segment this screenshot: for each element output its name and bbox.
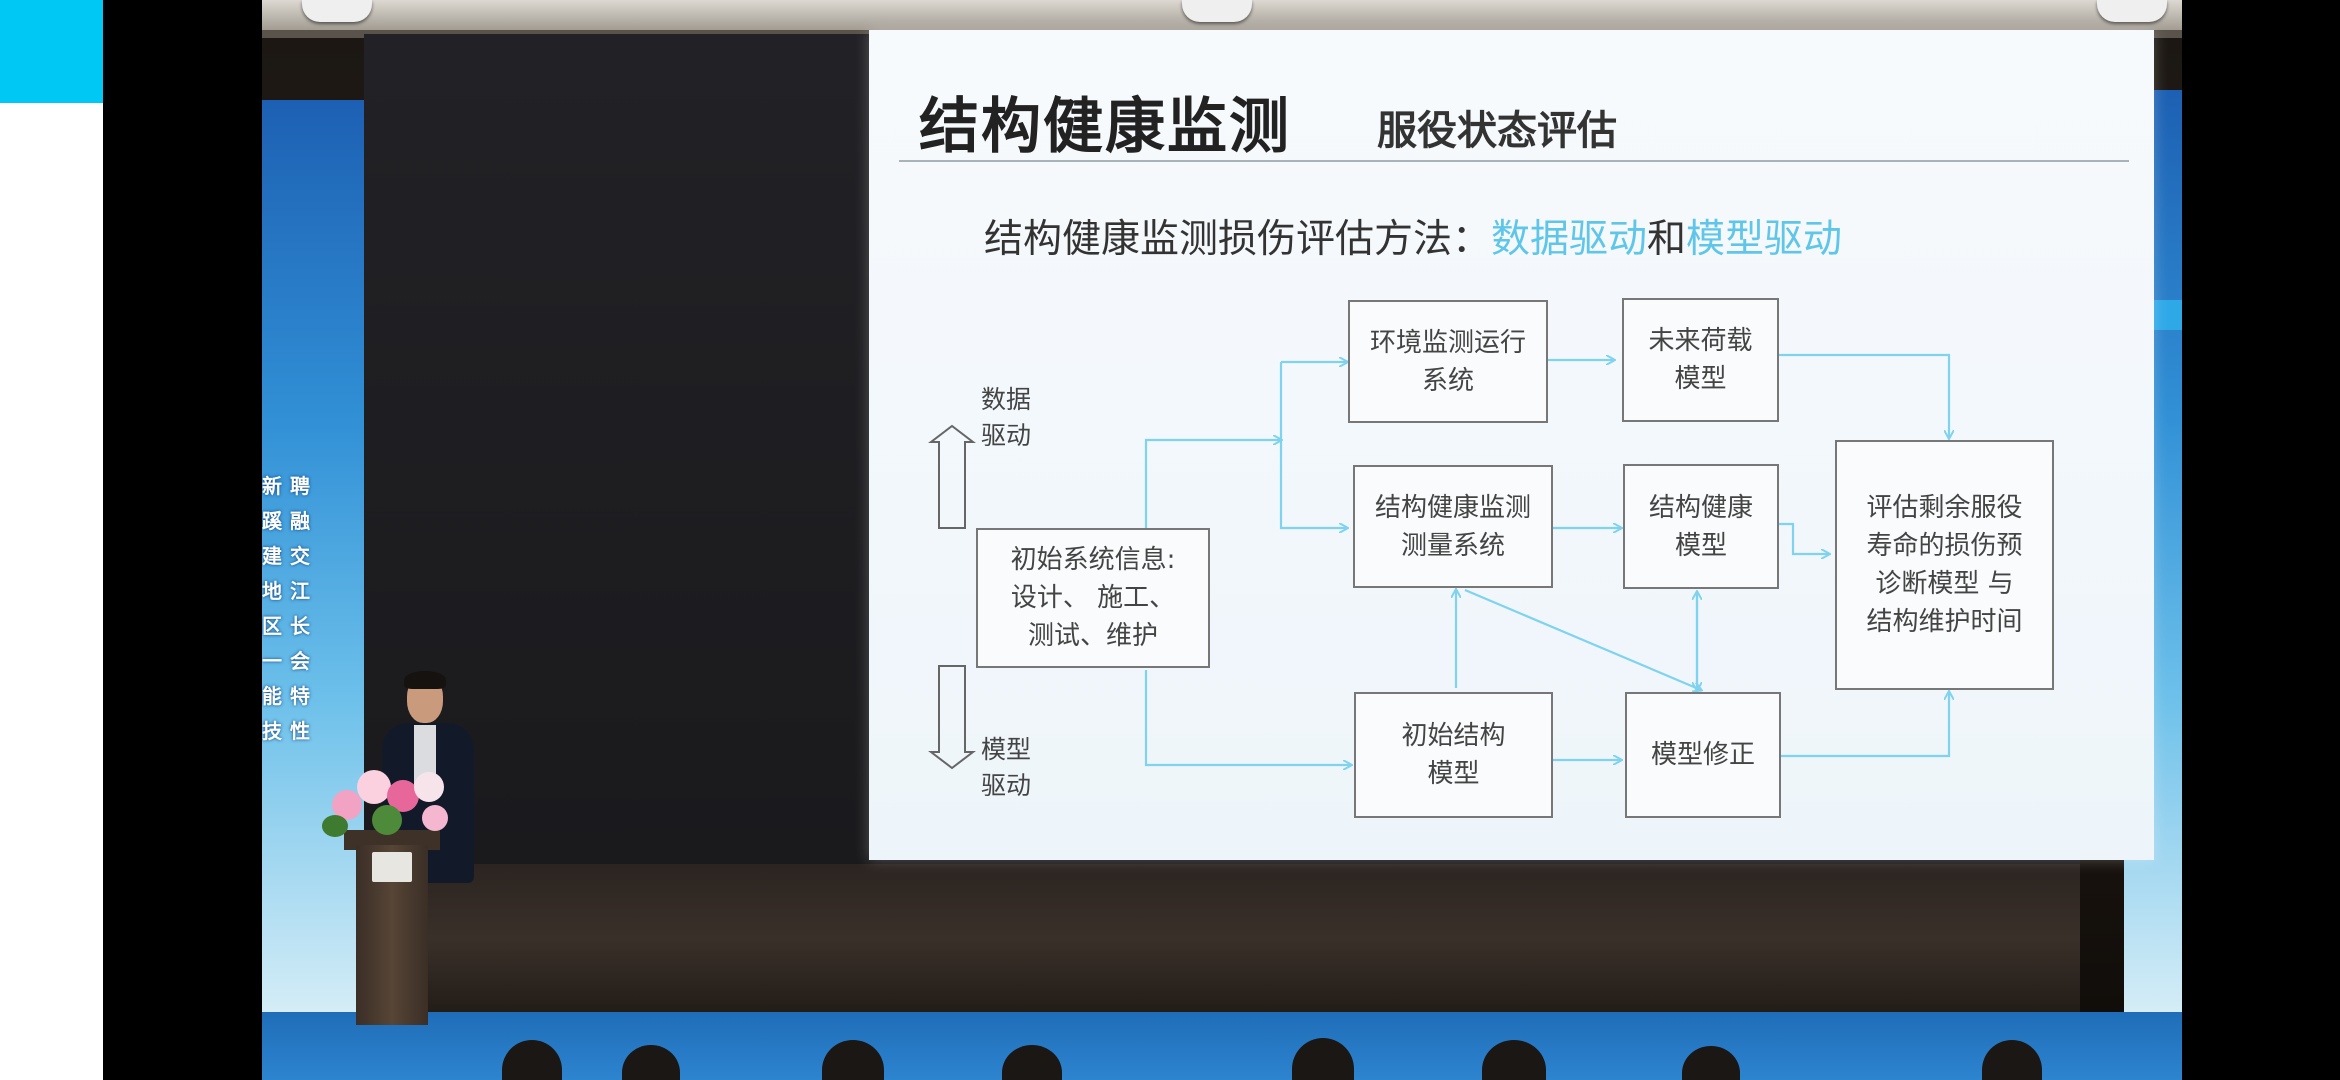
banner-char: 能 (262, 684, 282, 708)
node-shm-measure-text: 结构健康监测 测量系统 (1374, 492, 1531, 561)
podium-sign (372, 852, 412, 882)
speaker-shirt (414, 725, 436, 785)
stage-light-icon (2097, 0, 2167, 22)
speaker-hair (404, 671, 446, 689)
flower (357, 770, 391, 804)
up-hollow-arrow-icon (928, 424, 976, 529)
banner-char: 交 (290, 544, 310, 568)
audience-head (1482, 1040, 1546, 1080)
node-future-load: 未来荷载 模型 (1622, 298, 1779, 422)
banner-char: 技 (262, 719, 282, 743)
node-initial-system-info: 初始系统信息: 设计、 施工、 测试、维护 (976, 528, 1210, 668)
arrow-shm-diagonal (1464, 588, 1701, 690)
stage-carpet (262, 1012, 2182, 1080)
arrow-future-to-assessment (1779, 353, 1949, 438)
flowchart-arrows (928, 353, 2154, 860)
audience-head (1682, 1046, 1740, 1080)
method-prefix: 结构健康监测损伤评估方法： (984, 217, 1492, 262)
banner-char: 江 (290, 579, 310, 603)
white-margin-strip (0, 103, 103, 1080)
banner-char: 蹊 (262, 509, 282, 533)
node-structural-health: 结构健康 模型 (1623, 464, 1779, 589)
audience-head (502, 1040, 562, 1080)
node-initial-system-info-text: 初始系统信息: 设计、 施工、 测试、维护 (1010, 545, 1176, 651)
banner-char: 一 (262, 649, 282, 673)
banner-char: 新 (262, 474, 282, 498)
flower (422, 805, 448, 831)
banner-char: 长 (290, 614, 310, 638)
node-model-update-text: 模型修正 (1650, 740, 1755, 770)
title-divider (899, 160, 2129, 162)
node-assessment: 评估剩余服役 寿命的损伤预 诊断模型 与 结构维护时间 (1835, 440, 2054, 690)
audience-head (1002, 1045, 1062, 1080)
model-driven-highlight: 模型驱动 (1686, 217, 1843, 262)
node-initial-structure-text: 初始结构 模型 (1401, 721, 1506, 789)
arrow-initial-to-structure (1144, 670, 1351, 765)
node-model-update: 模型修正 (1625, 692, 1781, 818)
conference-hall: 新聘蹊融建交地江区长一会能特技性 (262, 0, 2182, 1080)
node-structural-health-text: 结构健康 模型 (1648, 492, 1753, 561)
audience-head (622, 1045, 680, 1080)
data-driven-label: 数据 驱动 (981, 385, 1032, 450)
lighting-truss (262, 0, 2182, 34)
driver-arrows (928, 424, 976, 770)
arrow-health-to-assessment (1779, 522, 1829, 554)
banner-char: 融 (290, 509, 310, 533)
banner-char: 建 (262, 544, 282, 568)
arrow-to-shm-measure (1279, 362, 1347, 528)
flower-leaves (372, 805, 402, 835)
banner-char: 性 (290, 719, 310, 743)
slide-subtitle: 服役状态评估 (1377, 108, 1617, 154)
banner-text: 新聘蹊融建交地江区长一会能特技性 (262, 470, 312, 744)
flower-leaves (322, 815, 348, 837)
down-hollow-arrow-icon (928, 665, 976, 770)
arrow-update-to-assessment (1781, 692, 1949, 758)
flower-arrangement (322, 760, 462, 845)
node-assessment-text: 评估剩余服役 寿命的损伤预 诊断模型 与 结构维护时间 (1866, 493, 2023, 637)
node-env-monitor: 环境监测运行 系统 (1348, 300, 1548, 423)
node-initial-structure: 初始结构 模型 (1354, 692, 1553, 818)
banner-char: 区 (262, 614, 282, 638)
slide-title: 结构健康监测 (919, 92, 1291, 162)
node-shm-measure: 结构健康监测 测量系统 (1353, 465, 1553, 588)
model-driven-label: 模型 驱动 (981, 735, 1032, 800)
audience-head (822, 1040, 884, 1080)
method-heading: 结构健康监测损伤评估方法：数据驱动和模型驱动 (984, 208, 1842, 264)
stage-light-icon (1182, 0, 1252, 22)
banner-char: 会 (290, 649, 310, 673)
presentation-slide: 结构健康监测 服役状态评估 结构健康监测损伤评估方法：数据驱动和模型驱动 (869, 30, 2154, 860)
stage-light-icon (302, 0, 372, 22)
audience-head (1982, 1040, 2042, 1080)
banner-char: 特 (290, 684, 310, 708)
method-connector: 和 (1647, 217, 1687, 262)
stage-backdrop-lower (364, 864, 2080, 1014)
left-banner: 新聘蹊融建交地江区长一会能特技性 (262, 100, 365, 1020)
node-env-monitor-text: 环境监测运行 系统 (1369, 327, 1526, 396)
node-future-load-text: 未来荷载 模型 (1648, 326, 1753, 394)
arrow-initial-to-env (1144, 440, 1281, 528)
cyan-corner-block (0, 0, 103, 103)
data-driven-highlight: 数据驱动 (1491, 217, 1648, 262)
flower (414, 772, 444, 802)
banner-char: 聘 (290, 474, 310, 498)
banner-char: 地 (262, 579, 282, 603)
audience-head (1292, 1038, 1354, 1080)
